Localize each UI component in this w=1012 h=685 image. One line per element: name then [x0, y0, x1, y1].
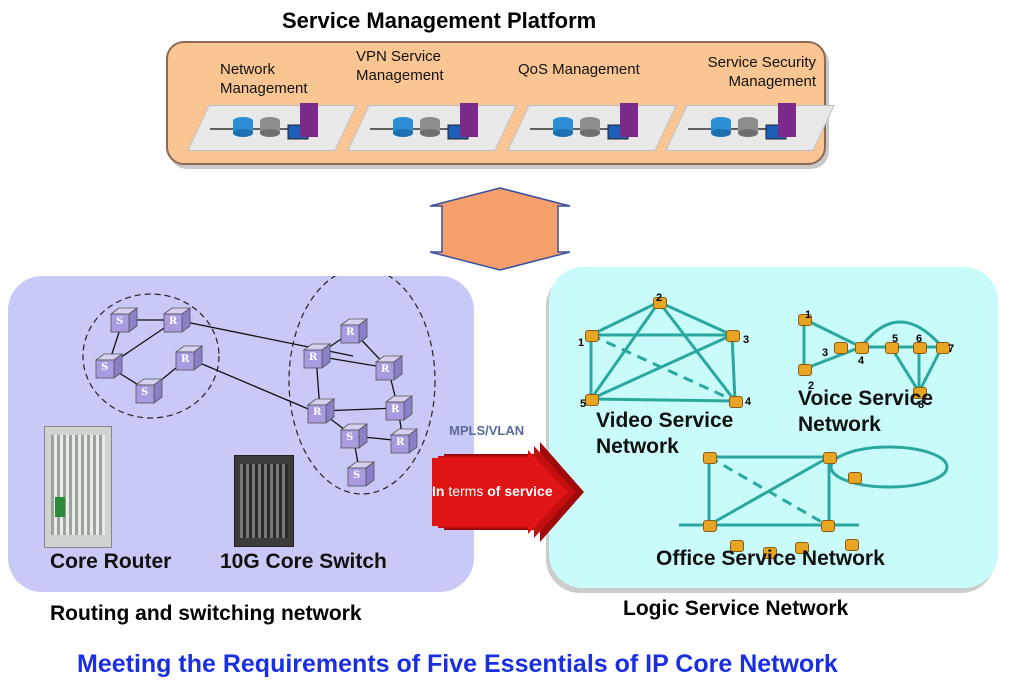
platform-title: Service Management Platform	[282, 8, 597, 33]
router-tag: R	[181, 354, 190, 365]
service-node-icon[interactable]	[726, 330, 740, 342]
qos-management-icon	[530, 103, 638, 140]
security-management-icon	[688, 103, 796, 140]
voice-node-7-label: 7	[948, 343, 955, 355]
service-node-icon[interactable]	[798, 364, 812, 376]
service-node-icon[interactable]	[848, 472, 862, 484]
video-node-4-label: 4	[745, 396, 752, 408]
switch-icon[interactable]: S	[107, 306, 139, 334]
qos-management-module[interactable]	[507, 103, 677, 153]
network-management-module[interactable]	[187, 103, 357, 153]
video-node-3-label: 3	[743, 334, 750, 346]
voice-node-6-label: 6	[916, 333, 923, 345]
voice-node-4-label: 4	[858, 355, 865, 367]
voice-node-5-label: 5	[892, 333, 899, 345]
service-node-icon[interactable]	[798, 314, 812, 326]
router-tag: R	[391, 404, 400, 415]
router-icon[interactable]: R	[300, 342, 332, 370]
mpls-vlan-label: MPLS/VLAN	[449, 423, 525, 438]
router-tag: R	[169, 316, 178, 327]
switch-icon[interactable]: S	[132, 377, 164, 405]
service-node-icon[interactable]	[763, 547, 777, 559]
logical-topology	[589, 300, 949, 527]
switch-tag: S	[346, 432, 354, 443]
router-tag: R	[381, 364, 390, 375]
switch-icon[interactable]: S	[92, 352, 124, 380]
physical-network-caption: Routing and switching network	[50, 602, 362, 625]
switch-tag: S	[101, 362, 109, 373]
network-management-icon	[210, 103, 318, 140]
service-node-icon[interactable]	[885, 342, 899, 354]
service-security-management-module[interactable]	[665, 103, 835, 153]
service-node-icon[interactable]	[855, 342, 869, 354]
router-icon[interactable]: R	[337, 317, 369, 345]
qos-management-label: QoS Management	[518, 61, 640, 78]
service-node-icon[interactable]	[730, 540, 744, 552]
router-icon[interactable]: R	[382, 394, 414, 422]
router-icon[interactable]: R	[304, 397, 336, 425]
router-tag: R	[346, 327, 355, 338]
core-router-label: Core Router	[50, 550, 172, 573]
cluster-right-ellipse	[288, 276, 436, 495]
voice-node-8-label: 8	[918, 399, 925, 411]
cluster-left-ellipse	[82, 293, 220, 419]
core-switch-label: 10G Core Switch	[220, 550, 387, 573]
voice-node-3-label: 3	[822, 347, 829, 359]
service-node-icon[interactable]	[585, 330, 599, 342]
vpn-management-icon	[370, 103, 478, 140]
service-node-icon[interactable]	[823, 452, 837, 464]
vpn-service-management-module[interactable]	[347, 103, 517, 153]
service-arrow-icon	[432, 442, 584, 542]
switch-icon[interactable]: S	[344, 460, 376, 488]
service-node-icon[interactable]	[653, 297, 667, 309]
office-service-network-label: Office Service Network	[656, 547, 885, 570]
video-node-1-label: 1	[578, 337, 585, 349]
voice-node-1-label: 1	[805, 309, 812, 321]
logical-network-caption: Logic Service Network	[623, 597, 849, 620]
switch-icon[interactable]: S	[337, 422, 369, 450]
router-icon[interactable]: R	[172, 344, 204, 372]
service-node-icon[interactable]	[703, 452, 717, 464]
voice-node-2-label: 2	[808, 380, 815, 392]
router-tag: R	[313, 407, 322, 418]
switch-tag: S	[116, 316, 124, 327]
core-router-chassis-icon	[44, 426, 112, 548]
router-tag: R	[309, 352, 318, 363]
service-node-icon[interactable]	[913, 387, 927, 399]
router-icon[interactable]: R	[372, 354, 404, 382]
service-node-icon[interactable]	[585, 394, 599, 406]
video-node-5-label: 5	[580, 398, 587, 410]
router-icon[interactable]: R	[160, 306, 192, 334]
router-tag: R	[396, 437, 405, 448]
switch-tag: S	[353, 470, 361, 481]
service-node-icon[interactable]	[834, 342, 848, 354]
service-arrow-label: In terms of service	[432, 483, 553, 499]
switch-tag: S	[141, 387, 149, 398]
router-icon[interactable]: R	[387, 427, 419, 455]
service-node-icon[interactable]	[913, 342, 927, 354]
core-switch-chassis-icon	[234, 455, 294, 547]
service-node-icon[interactable]	[703, 520, 717, 532]
video-node-2-label: 2	[656, 292, 663, 304]
service-node-icon[interactable]	[936, 342, 950, 354]
service-node-icon[interactable]	[845, 539, 859, 551]
service-node-icon[interactable]	[729, 396, 743, 408]
service-node-icon[interactable]	[795, 542, 809, 554]
service-node-icon[interactable]	[821, 520, 835, 532]
footer-title: Meeting the Requirements of Five Essenti…	[77, 650, 838, 678]
bidirectional-arrow-icon	[429, 187, 571, 271]
